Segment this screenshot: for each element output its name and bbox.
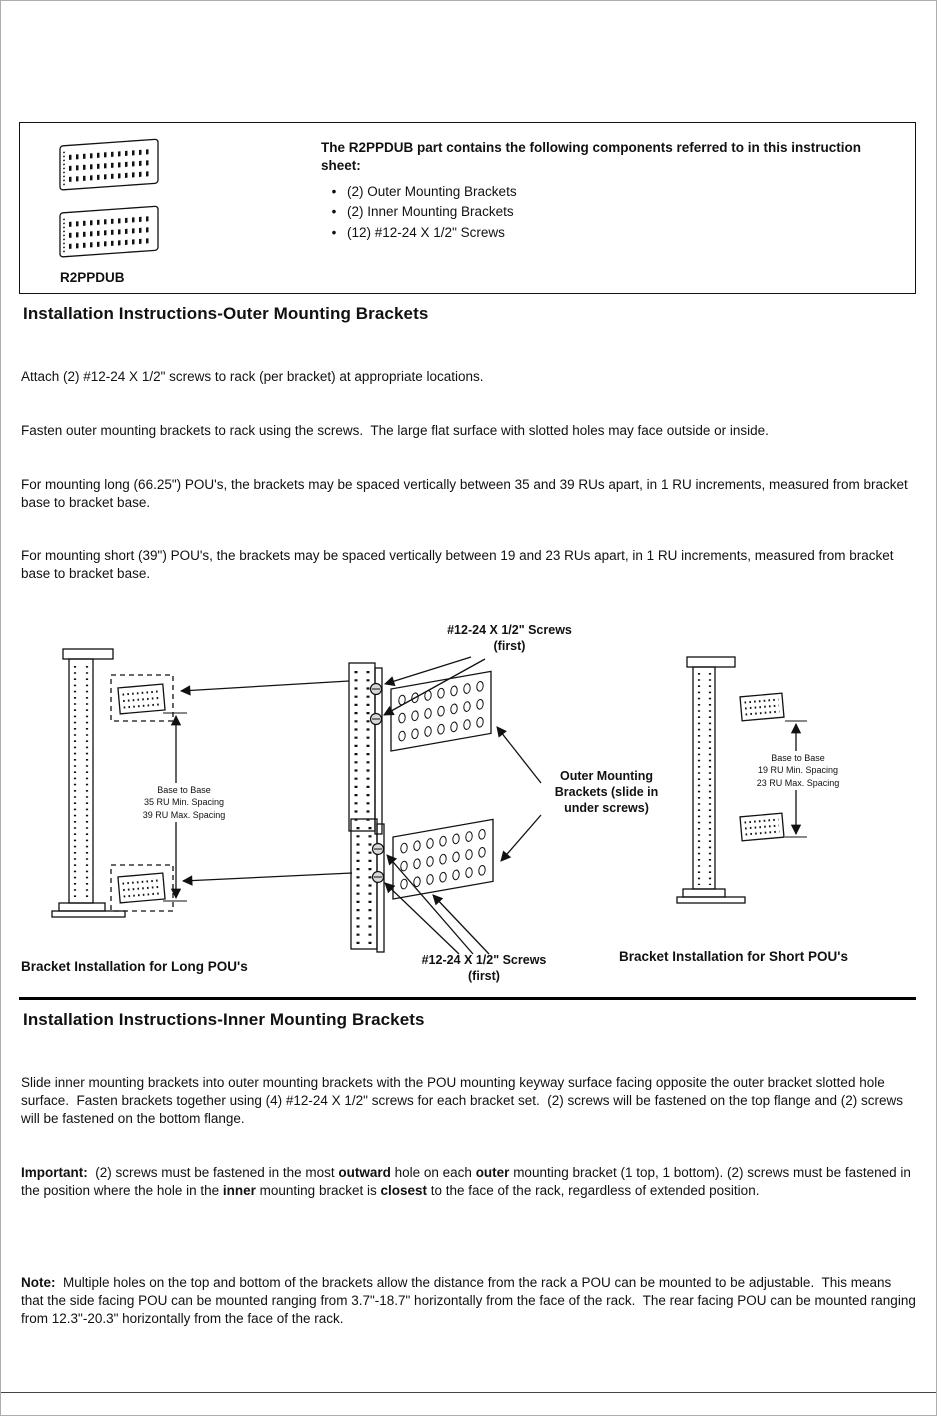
closeup-illustration [348,656,542,955]
part-number-label: R2PPDUB [60,270,125,285]
inner-section-heading: Installation Instructions-Inner Mounting… [23,1010,425,1030]
component-item-text: (2) Outer Mounting Brackets [347,183,517,199]
page-content: R2PPDUB The R2PPDUB part contains the fo… [1,1,936,1328]
part-images-column: R2PPDUB [20,123,315,293]
component-item-text: (12) #12-24 X 1/2" Screws [347,225,505,241]
outer-section-paragraph: Attach (2) #12-24 X 1/2" screws to rack … [21,332,916,619]
instruction-line: Fasten outer mounting brackets to rack u… [21,422,769,438]
components-box: R2PPDUB The R2PPDUB part contains the fo… [19,122,916,294]
bullet-glyph: • [331,204,337,220]
short-rack-caption: Bracket Installation for Short POU's [619,949,849,965]
component-item: • (2) Outer Mounting Brackets [321,183,891,201]
instruction-line: For mounting long (66.25") POU's, the br… [21,476,912,510]
outer-brackets-label: Outer Mounting Brackets (slide in under … [554,769,659,815]
page-footer-line [1,1392,936,1393]
long-spacing-label: Base to Base 35 RU Min. Spacing 39 RU Ma… [131,783,237,822]
components-intro: The R2PPDUB part contains the following … [321,140,862,173]
component-item: • (2) Inner Mounting Brackets [321,203,891,221]
inner-section-paragraph: Slide inner mounting brackets into outer… [21,1038,916,1235]
note-paragraph: Note: Multiple holes on the top and bott… [21,1274,920,1326]
component-item-text: (2) Inner Mounting Brackets [347,204,514,220]
screws-bottom-label: #12-24 X 1/2" Screws (first) [421,953,547,983]
outer-section-heading: Installation Instructions-Outer Mounting… [23,304,429,323]
installation-diagram: #12-24 X 1/2" Screws (first) Outer Mount… [19,623,919,995]
short-spacing-label: Base to Base 19 RU Min. Spacing 23 RU Ma… [741,751,855,790]
screws-top-label: #12-24 X 1/2" Screws (first) [447,623,572,653]
long-rack-caption: Bracket Installation for Long POU's [21,959,248,975]
bullet-glyph: • [331,183,337,199]
important-text: Important: (2) screws must be fastened i… [21,1164,915,1198]
instruction-line: For mounting short (39") POU's, the brac… [21,548,898,582]
bullet-glyph: • [331,225,337,241]
section-divider [19,997,916,1001]
short-rack-illustration [676,656,807,904]
diagram-drawing [51,648,807,955]
components-list: The R2PPDUB part contains the following … [315,123,915,293]
outer-bracket-thumbnail [59,138,159,191]
inner-instructions-text: Slide inner mounting brackets into outer… [21,1075,907,1127]
inner-bracket-thumbnail [59,205,159,258]
component-item: • (12) #12-24 X 1/2" Screws [321,224,891,242]
instruction-line: Attach (2) #12-24 X 1/2" screws to rack … [21,368,484,384]
